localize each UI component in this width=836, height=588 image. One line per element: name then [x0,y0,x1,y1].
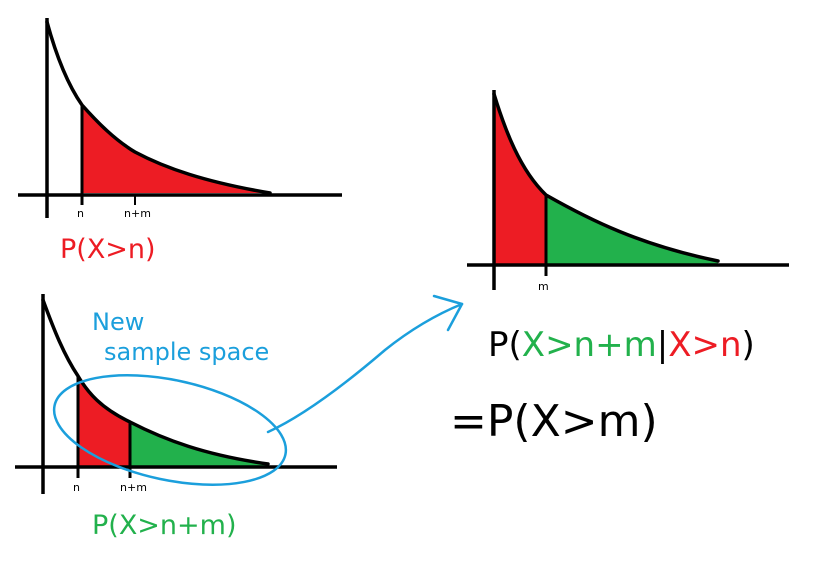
formula-line-2: =P(X>m) [450,396,658,447]
arrow-shaft [266,302,464,434]
formula-p-close: ) [742,325,755,365]
formula-line-1: P(X>n+m|X>n) [488,325,755,365]
panel-3-tick-m: m [538,280,549,293]
formula-given-bar: | [657,325,668,365]
sample-space-annotation-line-1: New [92,308,144,336]
panel-1-probability-label: P(X>n) [60,234,156,265]
sample-space-annotation-line-2: sample space [104,338,269,366]
panel-1-density-curve [45,20,272,195]
arrow-head [432,294,464,332]
panel-3-green-area [546,195,718,264]
formula-event-a: X>n+m [522,325,657,365]
sample-space-loop [52,374,288,486]
panel-2-green-area [130,422,268,466]
panel-3-density-curve [492,92,720,263]
panel-3-distribution: m [467,90,789,293]
panel-2-distribution: n n+m P(X>n+m) New sample space [15,294,464,541]
panel-3-red-area [494,94,546,264]
panel-2-tick-nm: n+m [120,481,147,494]
conditional-probability-formula: P(X>n+m|X>n) =P(X>m) [450,325,755,447]
panel-2-density-curve [41,298,270,466]
panel-1-distribution: n n+m P(X>n) [18,18,342,265]
panel-1-tail-area [82,105,270,193]
formula-p-open: P( [488,325,522,365]
panel-1-tick-n: n [77,207,84,220]
panel-2-tick-n: n [73,481,80,494]
panel-2-red-area [78,376,130,466]
panel-1-tick-nm: n+m [124,207,151,220]
formula-event-b: X>n [668,325,741,365]
panel-2-probability-label: P(X>n+m) [92,510,237,541]
